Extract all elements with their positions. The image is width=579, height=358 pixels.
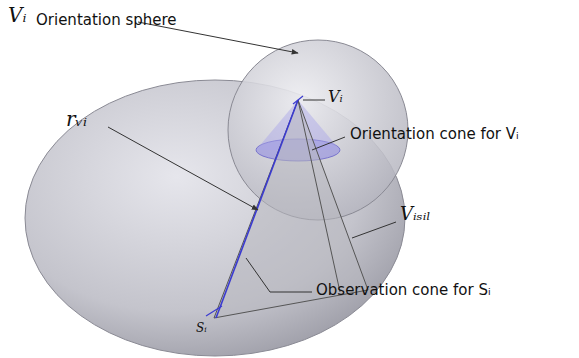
- s-i-tick: [206, 306, 222, 316]
- leader-line: [108, 127, 258, 210]
- symbol-label: Sᵢ: [196, 322, 207, 335]
- leader-line: [246, 258, 312, 292]
- symbol-label: Vᵢ: [8, 4, 26, 26]
- leader-line: [303, 100, 325, 101]
- symbol-label: Vᵢ: [328, 88, 343, 106]
- silhouette-line: [298, 100, 340, 292]
- symbol-label: Vᵢₛᵢₗ: [400, 204, 431, 224]
- v-i-tick: [293, 96, 303, 104]
- callout-label: Observation cone for Sᵢ: [316, 282, 491, 299]
- leader-line: [312, 137, 345, 150]
- callout-label: Orientation cone for Vᵢ: [350, 126, 519, 143]
- leader-line: [352, 222, 396, 238]
- callout-label: Orientation sphere: [36, 12, 177, 29]
- symbol-label: rᵥᵢ: [66, 108, 87, 130]
